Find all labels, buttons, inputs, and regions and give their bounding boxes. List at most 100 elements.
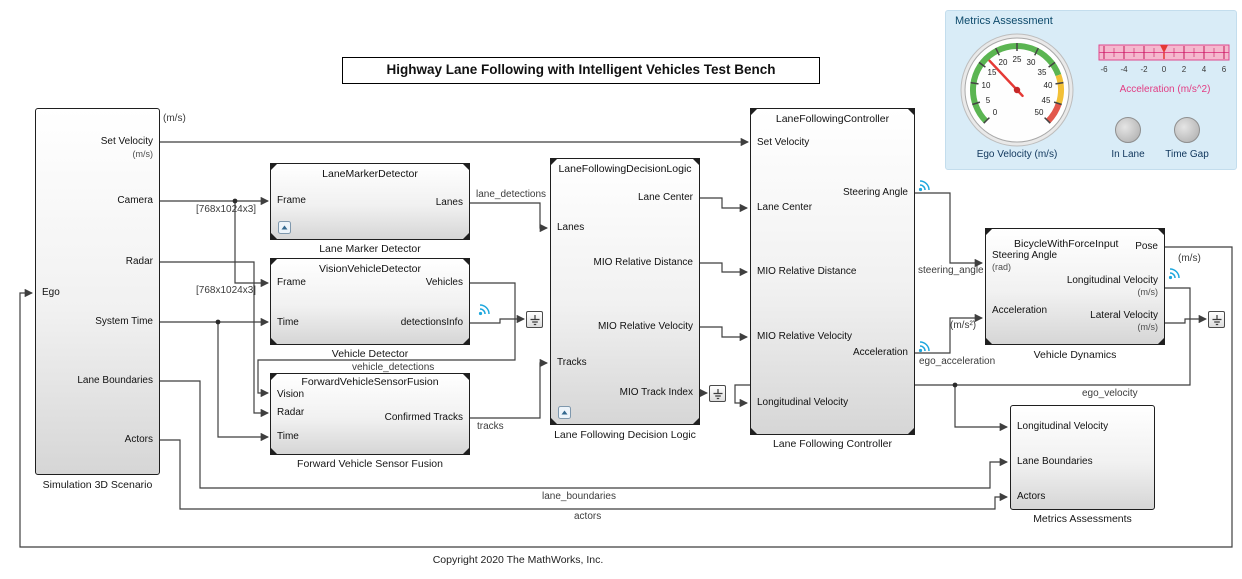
svg-text:0: 0: [1162, 65, 1167, 74]
in-lane-lamp[interactable]: [1115, 117, 1141, 143]
terminator-mio-track-index[interactable]: [709, 385, 726, 402]
port-in-longitudinal-velocity: Longitudinal Velocity: [1017, 421, 1109, 432]
corner-marker: [985, 337, 993, 345]
signal-ego-acceleration[interactable]: [915, 313, 984, 354]
corner-marker: [270, 447, 278, 455]
gauge-hub: [1013, 86, 1021, 94]
signal-lane-detections[interactable]: [470, 202, 549, 233]
panel-title: Metrics Assessment: [955, 15, 1053, 27]
signal-ego-velocity-feedback[interactable]: [734, 287, 1191, 408]
accel-gauge-needle: [1160, 45, 1168, 53]
block-lane-following-decision-logic[interactable]: LaneFollowingDecisionLogic Lanes Tracks …: [550, 158, 700, 425]
in-lane-label: In Lane: [1111, 149, 1145, 160]
model-badge-icon: [278, 221, 291, 234]
corner-marker: [750, 108, 758, 116]
corner-marker: [462, 232, 470, 240]
block-forward-vehicle-sensor-fusion[interactable]: ForwardVehicleSensorFusion Vision Radar …: [270, 373, 470, 455]
block-title: LaneFollowingController: [775, 113, 890, 125]
time-gap-lamp[interactable]: [1174, 117, 1200, 143]
gauge-tick-labels: 0 5 10 15 20 25 30 35 40 45 50: [982, 55, 1053, 117]
signal-label-vehicle-detections: vehicle_detections: [352, 362, 435, 373]
corner-marker: [550, 417, 558, 425]
terminator-detections-info[interactable]: [526, 311, 543, 328]
port-out-system-time: System Time: [95, 316, 153, 327]
caption-simulation-3d-scenario: Simulation 3D Scenario: [42, 479, 153, 491]
signal-system-time-branch[interactable]: [217, 322, 270, 442]
corner-marker: [462, 258, 470, 266]
signal-logging-icon: [917, 177, 933, 193]
port-in-radar: Radar: [277, 407, 305, 418]
svg-text:5: 5: [986, 96, 991, 105]
signal-radar[interactable]: [160, 261, 270, 418]
branch-dots: [215, 198, 958, 388]
port-in-actors: Actors: [1017, 491, 1046, 502]
signal-mio-rel-velocity[interactable]: [700, 326, 749, 342]
caption-forward-vehicle-sensor-fusion: Forward Vehicle Sensor Fusion: [297, 458, 443, 470]
signal-label-actors: actors: [574, 511, 602, 522]
signal-actors[interactable]: [160, 439, 1009, 510]
signal-camera-branch[interactable]: [234, 201, 270, 288]
block-simulation-3d-scenario[interactable]: Ego Set Velocity (m/s) Camera Radar Syst…: [35, 108, 160, 475]
block-title: BicycleWithForceInput: [1014, 238, 1119, 250]
signal-vehicle-detections[interactable]: [257, 282, 516, 398]
ego-velocity-gauge[interactable]: 0 5 10 15 20 25 30 35 40 45 50: [957, 28, 1077, 148]
terminator-lateral-velocity[interactable]: [1208, 311, 1225, 328]
svg-text:45: 45: [1042, 96, 1051, 105]
port-out-vehicles: Vehicles: [425, 277, 463, 288]
caption-vehicle-dynamics: Vehicle Dynamics: [1033, 349, 1117, 361]
corner-marker: [270, 232, 278, 240]
port-out-lanes: Lanes: [435, 197, 463, 208]
port-out-mio-relative-velocity: MIO Relative Velocity: [597, 321, 693, 332]
signal-lane-center[interactable]: [700, 197, 749, 213]
svg-text:25: 25: [1013, 55, 1022, 64]
port-in-acceleration: Acceleration: [992, 305, 1048, 316]
signal-mio-rel-distance[interactable]: [700, 262, 749, 277]
port-out-lateral-velocity: Lateral Velocity: [1090, 310, 1158, 321]
port-in-lanes: Lanes: [557, 222, 585, 233]
signal-logging-icon: [477, 301, 493, 317]
port-in-tracks: Tracks: [557, 357, 587, 368]
port-in-time: Time: [277, 431, 299, 442]
signal-tracks[interactable]: [470, 358, 549, 419]
svg-text:50: 50: [1035, 108, 1044, 117]
signal-logging-icon: [1167, 265, 1183, 281]
port-in-time: Time: [277, 317, 299, 328]
signal-lane-boundaries[interactable]: [160, 380, 1009, 489]
svg-text:-2: -2: [1140, 65, 1148, 74]
corner-marker: [270, 337, 278, 345]
block-metrics-assessments[interactable]: Longitudinal Velocity Lane Boundaries Ac…: [1010, 405, 1155, 510]
time-gap-label: Time Gap: [1165, 149, 1209, 160]
block-lane-following-controller[interactable]: LaneFollowingController Set Velocity Lan…: [750, 108, 915, 435]
signal-steering-angle[interactable]: [915, 192, 984, 268]
block-title: ForwardVehicleSensorFusion: [301, 376, 439, 388]
signal-pose-feedback[interactable]: [19, 246, 1233, 548]
port-out-radar: Radar: [125, 256, 153, 267]
corner-marker: [462, 163, 470, 171]
port-out-longitudinal-velocity: Longitudinal Velocity: [1066, 275, 1158, 286]
signal-label-accel-unit: (m/s²): [950, 320, 977, 331]
corner-marker: [1157, 228, 1165, 236]
signal-lateral-velocity[interactable]: [1165, 314, 1208, 324]
port-in-frame: Frame: [277, 277, 306, 288]
block-title: LaneFollowingDecisionLogic: [558, 163, 692, 175]
port-in-steering-angle-unit: (rad): [992, 262, 1012, 272]
caption-lane-following-decision-logic: Lane Following Decision Logic: [554, 429, 696, 441]
block-vision-vehicle-detector[interactable]: VisionVehicleDetector Frame Time Vehicle…: [270, 258, 470, 345]
signal-label-lane-detections: lane_detections: [476, 189, 547, 200]
diagram-title: Highway Lane Following with Intelligent …: [342, 57, 820, 84]
port-out-acceleration: Acceleration: [852, 347, 908, 358]
block-vehicle-dynamics[interactable]: BicycleWithForceInput Steering Angle (ra…: [985, 228, 1165, 345]
acceleration-gauge[interactable]: -6 -4 -2 0 2 4 6: [1096, 44, 1234, 80]
port-out-mio-track-index: MIO Track Index: [619, 387, 693, 398]
port-in-ego: Ego: [42, 287, 60, 298]
corner-marker: [462, 447, 470, 455]
signal-ego-velocity-branch[interactable]: [954, 385, 1009, 432]
port-out-set-velocity: Set Velocity: [100, 136, 153, 147]
block-lane-marker-detector[interactable]: LaneMarkerDetector Frame Lanes: [270, 163, 470, 240]
port-in-frame: Frame: [277, 195, 306, 206]
port-out-actors: Actors: [124, 434, 153, 445]
signal-detections-info[interactable]: [470, 314, 526, 324]
port-in-mio-relative-distance: MIO Relative Distance: [757, 266, 857, 277]
port-out-set-velocity-unit: (m/s): [132, 149, 154, 159]
